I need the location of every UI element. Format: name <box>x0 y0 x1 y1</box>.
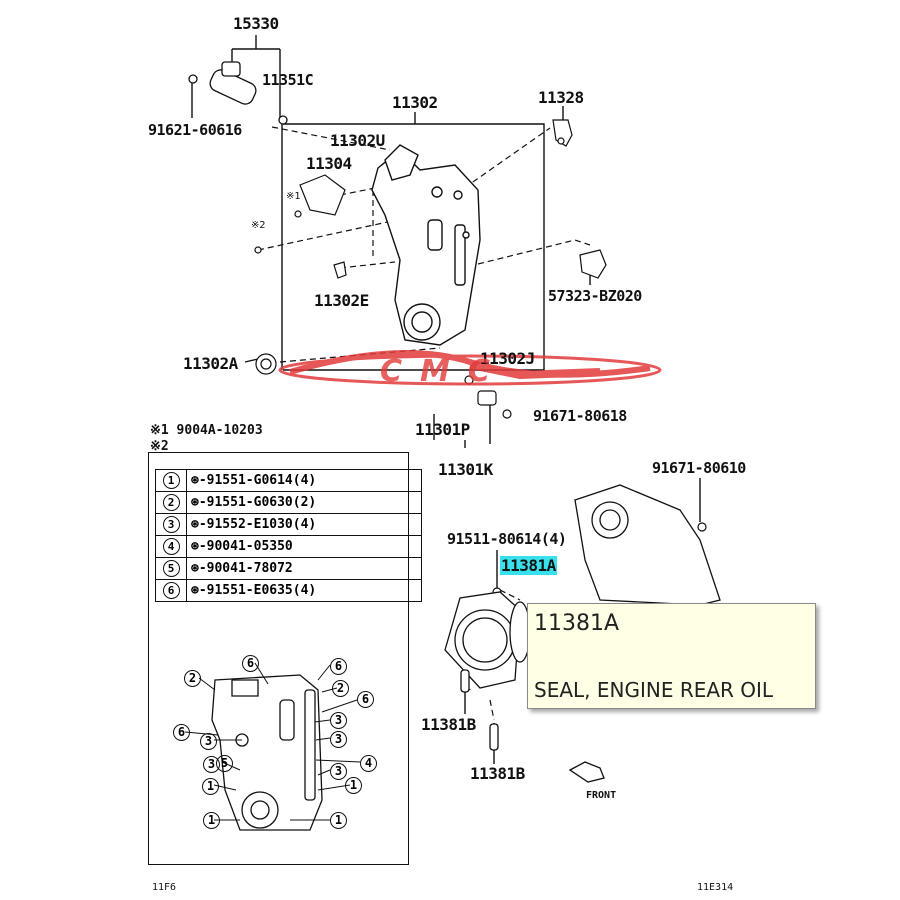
inset-callout: 1 <box>202 778 219 795</box>
inset-callout: 6 <box>330 658 347 675</box>
inset-callout: 3 <box>330 731 347 748</box>
inset-callout: 4 <box>360 755 377 772</box>
callout-11301p[interactable]: 11301P <box>415 420 470 439</box>
row-number: 4 <box>162 538 180 555</box>
callout-11328[interactable]: 11328 <box>538 88 584 107</box>
oil-control-valve <box>188 61 288 125</box>
callout-11381b-lower[interactable]: 11381B <box>470 764 525 783</box>
callout-11302u[interactable]: 11302U <box>330 131 385 150</box>
rear-end-plate <box>574 484 721 606</box>
timing-chain-cover <box>371 144 481 346</box>
callout-57323-bz020[interactable]: 57323-BZ020 <box>548 287 642 305</box>
table-row: 1 ⊛-91551-G0614(4) <box>155 469 422 492</box>
inset-callout: 5 <box>216 755 233 772</box>
callout-11302[interactable]: 11302 <box>392 93 438 112</box>
callout-11381a-highlight: 11381A <box>500 556 557 575</box>
table-row: 5 ⊛-90041-78072 <box>155 557 422 580</box>
table-row: 4 ⊛-90041-05350 <box>155 535 422 558</box>
inset-callout: 1 <box>330 812 347 829</box>
callout-11302a[interactable]: 11302A <box>183 354 238 373</box>
callout-91671-80618[interactable]: 91671-80618 <box>533 407 627 425</box>
mark-1: ※1 <box>286 191 301 202</box>
mark-2: ※2 <box>251 220 266 231</box>
callout-11302e[interactable]: 11302E <box>314 291 369 310</box>
oil-seal-retainer <box>444 591 531 689</box>
inset-callout: 6 <box>357 691 374 708</box>
part-code[interactable]: ⊛-91551-G0614(4) <box>186 469 422 492</box>
callout-91621-60616[interactable]: 91621-60616 <box>148 121 242 139</box>
inset-leaders <box>184 662 361 821</box>
part-code[interactable]: ⊛-91551-E0635(4) <box>186 579 422 602</box>
callout-11381a[interactable]: 11381A <box>500 556 557 575</box>
inset-callout: 1 <box>345 777 362 794</box>
fastener-table: 1 ⊛-91551-G0614(4) 2 ⊛-91551-G0630(2) 3 ⊛-9… <box>155 469 422 602</box>
inset-panel <box>148 452 409 865</box>
tooltip-part-number: 11381A <box>534 611 620 636</box>
part-code[interactable]: ⊛-91551-G0630(2) <box>186 491 422 514</box>
part-code[interactable]: ⊛-90041-78072 <box>186 557 422 580</box>
callout-91671-80610[interactable]: 91671-80610 <box>652 459 746 477</box>
inset-callout: 2 <box>184 670 201 687</box>
callout-11304[interactable]: 11304 <box>306 154 352 173</box>
row-number: 5 <box>162 560 180 577</box>
part-tooltip: 11381A SEAL, ENGINE REAR OIL <box>527 603 816 709</box>
tooltip-description: SEAL, ENGINE REAR OIL <box>534 678 774 702</box>
inset-callout: 6 <box>242 655 259 672</box>
callout-11301k[interactable]: 11301K <box>438 460 493 479</box>
inset-callout: 3 <box>330 763 347 780</box>
part-code[interactable]: ⊛-91552-E1030(4) <box>186 513 422 536</box>
watermark-logo <box>278 350 662 386</box>
callout-11302j[interactable]: 11302J <box>480 349 535 368</box>
footer-right: 11E314 <box>697 882 734 893</box>
callout-91511-80614[interactable]: 91511-80614(4) <box>447 530 567 548</box>
watermark-text: CMC <box>380 354 508 389</box>
inset-callout: 1 <box>203 812 220 829</box>
front-arrow-icon <box>568 761 605 783</box>
note-1: ※1 9004A-10203 <box>150 423 263 438</box>
leader-lines <box>191 35 701 764</box>
note-2: ※2 <box>150 439 169 454</box>
row-number: 3 <box>162 516 180 533</box>
row-number: 6 <box>162 582 180 599</box>
inset-cover-drawing <box>211 674 323 831</box>
callout-11381b-upper[interactable]: 11381B <box>421 715 476 734</box>
table-row: 2 ⊛-91551-G0630(2) <box>155 491 422 514</box>
small-parts <box>254 119 707 597</box>
callout-15330[interactable]: 15330 <box>233 14 279 33</box>
inset-callout: 3 <box>200 733 217 750</box>
row-number: 2 <box>162 494 180 511</box>
table-row: 6 ⊛-91551-E0635(4) <box>155 579 422 602</box>
row-number: 1 <box>162 472 180 489</box>
inset-callout: 3 <box>330 712 347 729</box>
front-label: FRONT <box>586 790 617 801</box>
cover-gasket <box>299 174 346 216</box>
footer-left: 11F6 <box>152 882 177 893</box>
table-row: 3 ⊛-91552-E1030(4) <box>155 513 422 536</box>
inset-callout: 6 <box>173 724 190 741</box>
inset-callout: 2 <box>332 680 349 697</box>
dowel-pins <box>460 669 499 751</box>
callout-11351c[interactable]: 11351C <box>262 71 314 89</box>
part-code[interactable]: ⊛-90041-05350 <box>186 535 422 558</box>
